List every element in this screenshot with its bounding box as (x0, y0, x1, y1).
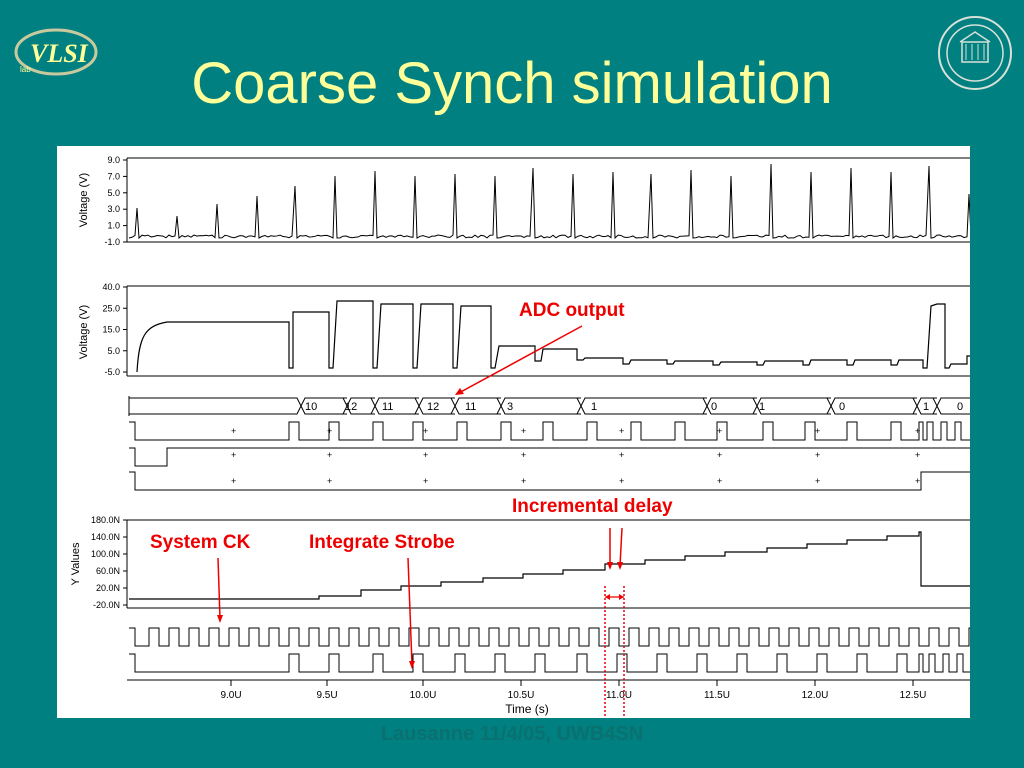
bus-value-label: 12 (345, 401, 357, 413)
plot1-ylabel: Voltage (V) (78, 173, 90, 227)
digital-bus-row: 10121112113101010 (129, 396, 970, 416)
grid-marker: + (327, 426, 332, 436)
footer-text: Lausanne 11/4/05, UWB4SN (0, 723, 1024, 746)
bus-value-label: 10 (305, 401, 317, 413)
grid-marker: + (521, 450, 526, 460)
bus-value-label: 0 (839, 401, 845, 413)
grid-marker: + (619, 426, 624, 436)
plot-delay-staircase: Y Values 180.0N 140.0N 100.0N 60.0N 20.0N -20… (70, 515, 970, 610)
y-tick-label: 1.0 (107, 221, 120, 231)
bus-value-label: 0 (957, 401, 963, 413)
bus-value-label: 0 (711, 401, 717, 413)
bus-value-label: 1 (591, 401, 597, 413)
y-tick-label: 40.0 (102, 282, 120, 292)
digital-signals: + + + + + + + + + + + + + + + + + + + + + + + + (129, 422, 970, 490)
plot2-ylabel: Voltage (V) (78, 305, 90, 359)
x-tick-label: 11.5U (704, 690, 730, 701)
x-tick-label: 12.5U (900, 690, 927, 701)
y-tick-label: 20.0N (96, 583, 120, 593)
grid-marker: + (619, 476, 624, 486)
x-axis-label: Time (s) (505, 702, 549, 716)
grid-marker: + (717, 426, 722, 436)
grid-marker: + (815, 476, 820, 486)
bus-value-label: 12 (427, 401, 439, 413)
y-tick-label: 25.0 (102, 303, 120, 313)
simulation-waveform-panel: Voltage (V) 9.0 7.0 5.0 3.0 1.0 -1.0 Voltage … (57, 146, 970, 718)
system-ck-label: System CK (150, 532, 250, 554)
grid-marker: + (915, 476, 920, 486)
y-tick-label: 7.0 (107, 171, 120, 181)
bus-value-label: 11 (382, 401, 393, 413)
x-tick-label: 11.0U (606, 690, 632, 701)
university-seal-icon (936, 14, 1014, 97)
x-tick-label: 10.5U (508, 690, 535, 701)
grid-marker: + (327, 476, 332, 486)
plot3-ylabel: Y Values (70, 542, 82, 586)
y-tick-label: 15.0 (102, 325, 120, 335)
grid-marker: + (231, 426, 236, 436)
x-tick-label: 12.0U (802, 690, 829, 701)
y-tick-label: 5.0 (107, 346, 120, 356)
y-tick-label: -5.0 (104, 367, 120, 377)
grid-marker: + (717, 450, 722, 460)
page-title: Coarse Synch simulation (0, 50, 1024, 117)
grid-marker: + (915, 450, 920, 460)
grid-marker: + (619, 450, 624, 460)
grid-marker: + (231, 476, 236, 486)
grid-marker: + (423, 476, 428, 486)
grid-marker: + (423, 426, 428, 436)
grid-marker: + (815, 450, 820, 460)
y-tick-label: 140.0N (91, 532, 120, 542)
bus-value-label: 1 (759, 401, 765, 413)
x-tick-label: 9.5U (316, 690, 337, 701)
grid-marker: + (327, 450, 332, 460)
y-tick-label: 60.0N (96, 566, 120, 576)
adc-output-label: ADC output (519, 300, 625, 322)
x-tick-label: 9.0U (220, 690, 241, 701)
y-tick-label: 5.0 (107, 188, 120, 198)
grid-marker: + (231, 450, 236, 460)
grid-marker: + (915, 426, 920, 436)
bus-value-label: 1 (923, 401, 929, 413)
y-tick-label: -1.0 (104, 237, 120, 247)
y-tick-label: 3.0 (107, 204, 120, 214)
grid-marker: + (717, 476, 722, 486)
plot-voltage-pulses: Voltage (V) 9.0 7.0 5.0 3.0 1.0 -1.0 (78, 155, 970, 247)
y-tick-label: -20.0N (93, 600, 120, 610)
y-tick-label: 180.0N (91, 515, 120, 525)
plot-adc-voltage: Voltage (V) 40.0 25.0 15.0 5.0 -5.0 (78, 282, 970, 377)
bus-value-label: 3 (507, 401, 513, 413)
y-tick-label: 9.0 (107, 155, 120, 165)
grid-marker: + (815, 426, 820, 436)
grid-marker: + (521, 426, 526, 436)
clock-signals (129, 628, 970, 672)
integrate-strobe-label: Integrate Strobe (309, 532, 455, 554)
y-tick-label: 100.0N (91, 549, 120, 559)
incremental-delay-label: Incremental delay (512, 496, 673, 518)
time-axis: 9.0U 9.5U 10.0U 10.5U 11.0U 11.5U 12.0U 12.5U T… (127, 680, 970, 716)
grid-marker: + (521, 476, 526, 486)
grid-marker: + (423, 450, 428, 460)
bus-value-label: 11 (465, 401, 476, 413)
waveform-svg: Voltage (V) 9.0 7.0 5.0 3.0 1.0 -1.0 Voltage … (57, 146, 970, 718)
x-tick-label: 10.0U (410, 690, 437, 701)
